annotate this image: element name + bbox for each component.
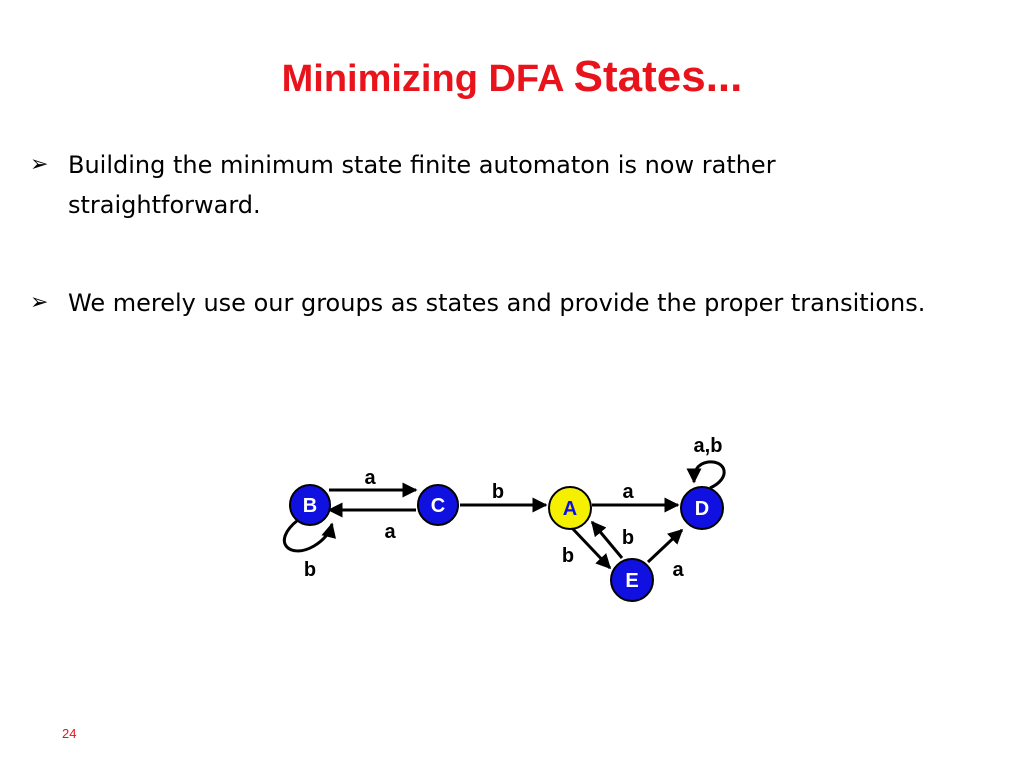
state-b-node: [289, 484, 331, 526]
edge-label-a-to-e: b: [562, 545, 574, 567]
bullet-item-2: ➢ We merely use our groups as states and…: [30, 283, 970, 323]
edge-d-loop: [686, 460, 726, 490]
state-d-label: D: [695, 498, 709, 520]
state-a-label: A: [563, 498, 577, 520]
bullet-list: ➢ Building the minimum state finite auto…: [30, 145, 970, 381]
edge-label-e-to-d: a: [672, 559, 684, 581]
edge-label-d-loop: a,b: [694, 435, 723, 457]
state-e-label: E: [625, 570, 638, 592]
bullet-arrow-icon: ➢: [30, 290, 49, 315]
edge-a-to-e: [570, 526, 612, 570]
state-e-node: [610, 558, 654, 602]
slide-title: Minimizing DFA States...: [0, 52, 1024, 102]
edge-label-e-to-a: b: [622, 527, 634, 549]
bullet-arrow-icon: ➢: [30, 152, 49, 177]
edge-b-loop: [283, 518, 336, 553]
edge-label-c-to-b: a: [384, 521, 396, 543]
state-c-label: C: [431, 495, 445, 517]
bullet-text-1: Building the minimum state finite automa…: [68, 151, 776, 219]
edge-label-b-to-c: a: [364, 467, 376, 489]
state-d-node: [680, 486, 724, 530]
dfa-diagram: a a b b a a,b b b a B C A D E: [283, 435, 726, 602]
state-a-node: [548, 486, 592, 530]
edge-label-b-loop: b: [304, 559, 316, 581]
bullet-item-1: ➢ Building the minimum state finite auto…: [30, 145, 970, 225]
bullet-text-2: We merely use our groups as states and p…: [68, 289, 926, 317]
state-c-node: [417, 484, 459, 526]
slide-title-part2: States...: [573, 52, 743, 101]
page-number: 24: [62, 726, 77, 741]
edge-e-to-a: [590, 520, 624, 559]
state-b-label: B: [303, 495, 317, 517]
edge-e-to-d: [646, 528, 684, 564]
slide-title-part1: Minimizing DFA: [281, 58, 574, 100]
edge-label-c-to-a: b: [492, 481, 504, 503]
edge-label-a-to-d: a: [622, 481, 634, 503]
